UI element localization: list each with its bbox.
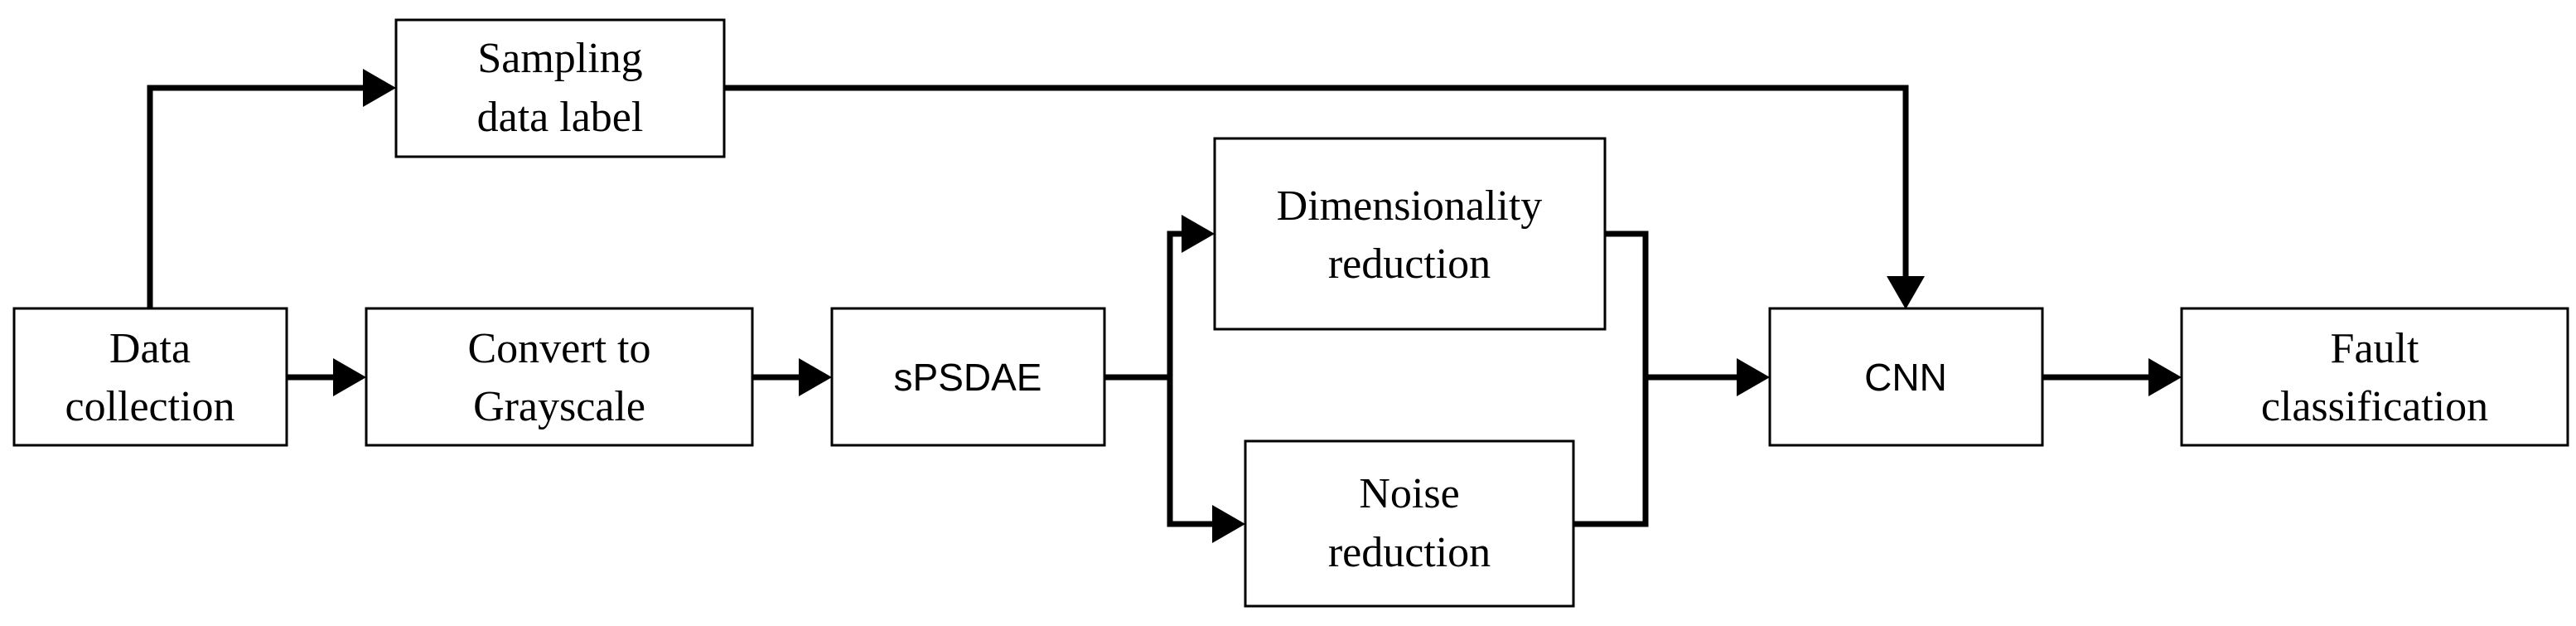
grayscale-line1: Convert to [468,325,651,372]
arrowhead-to-fault [2148,358,2182,396]
dimensionality-reduction-box: Dimensionality reduction [1213,137,1607,331]
spsdae-label: sPSDAE [894,356,1042,399]
dim-reduction-line1: Dimensionality [1277,182,1543,230]
noise-reduction-box: Noise reduction [1244,439,1575,608]
edge-to-dimensionality [1167,231,1182,377]
edge-to-noise [1167,377,1212,527]
fault-class-line1: Fault [2331,325,2419,372]
sampling-data-label-box: Sampling data label [394,18,726,158]
data-collection-box: Data collection [12,307,288,447]
arrowhead-to-dimensionality [1182,215,1215,253]
noise-reduction-line1: Noise [1359,470,1459,517]
arrowhead-to-cnn-left [1737,358,1770,396]
arrowhead-to-sampling [363,69,396,107]
edge-collection-to-sampling [147,85,363,308]
edge-sampling-to-cnn [724,85,1909,276]
arrowhead-to-noise [1212,505,1245,543]
edge-dimensionality-merge [1605,231,1649,377]
cnn-label: CNN [1864,356,1947,399]
edge-noise-merge [1573,377,1649,527]
arrowhead-to-spsdae [799,358,832,396]
dim-reduction-line2: reduction [1328,240,1491,288]
fault-classification-box: Fault classification [2180,307,2569,447]
cnn-box: CNN [1768,307,2044,447]
grayscale-line2: Grayscale [473,383,645,430]
noise-reduction-line2: reduction [1328,529,1491,576]
arrowhead-to-grayscale [333,358,366,396]
sampling-label-line1: Sampling [477,35,642,82]
data-collection-line2: collection [65,383,234,430]
sampling-label-line2: data label [477,94,644,141]
data-collection-line1: Data [109,325,191,372]
fault-class-line2: classification [2261,383,2488,430]
arrowhead-to-cnn-top [1887,276,1925,309]
convert-grayscale-box: Convert to Grayscale [365,307,754,447]
spsdae-box: sPSDAE [830,307,1106,447]
